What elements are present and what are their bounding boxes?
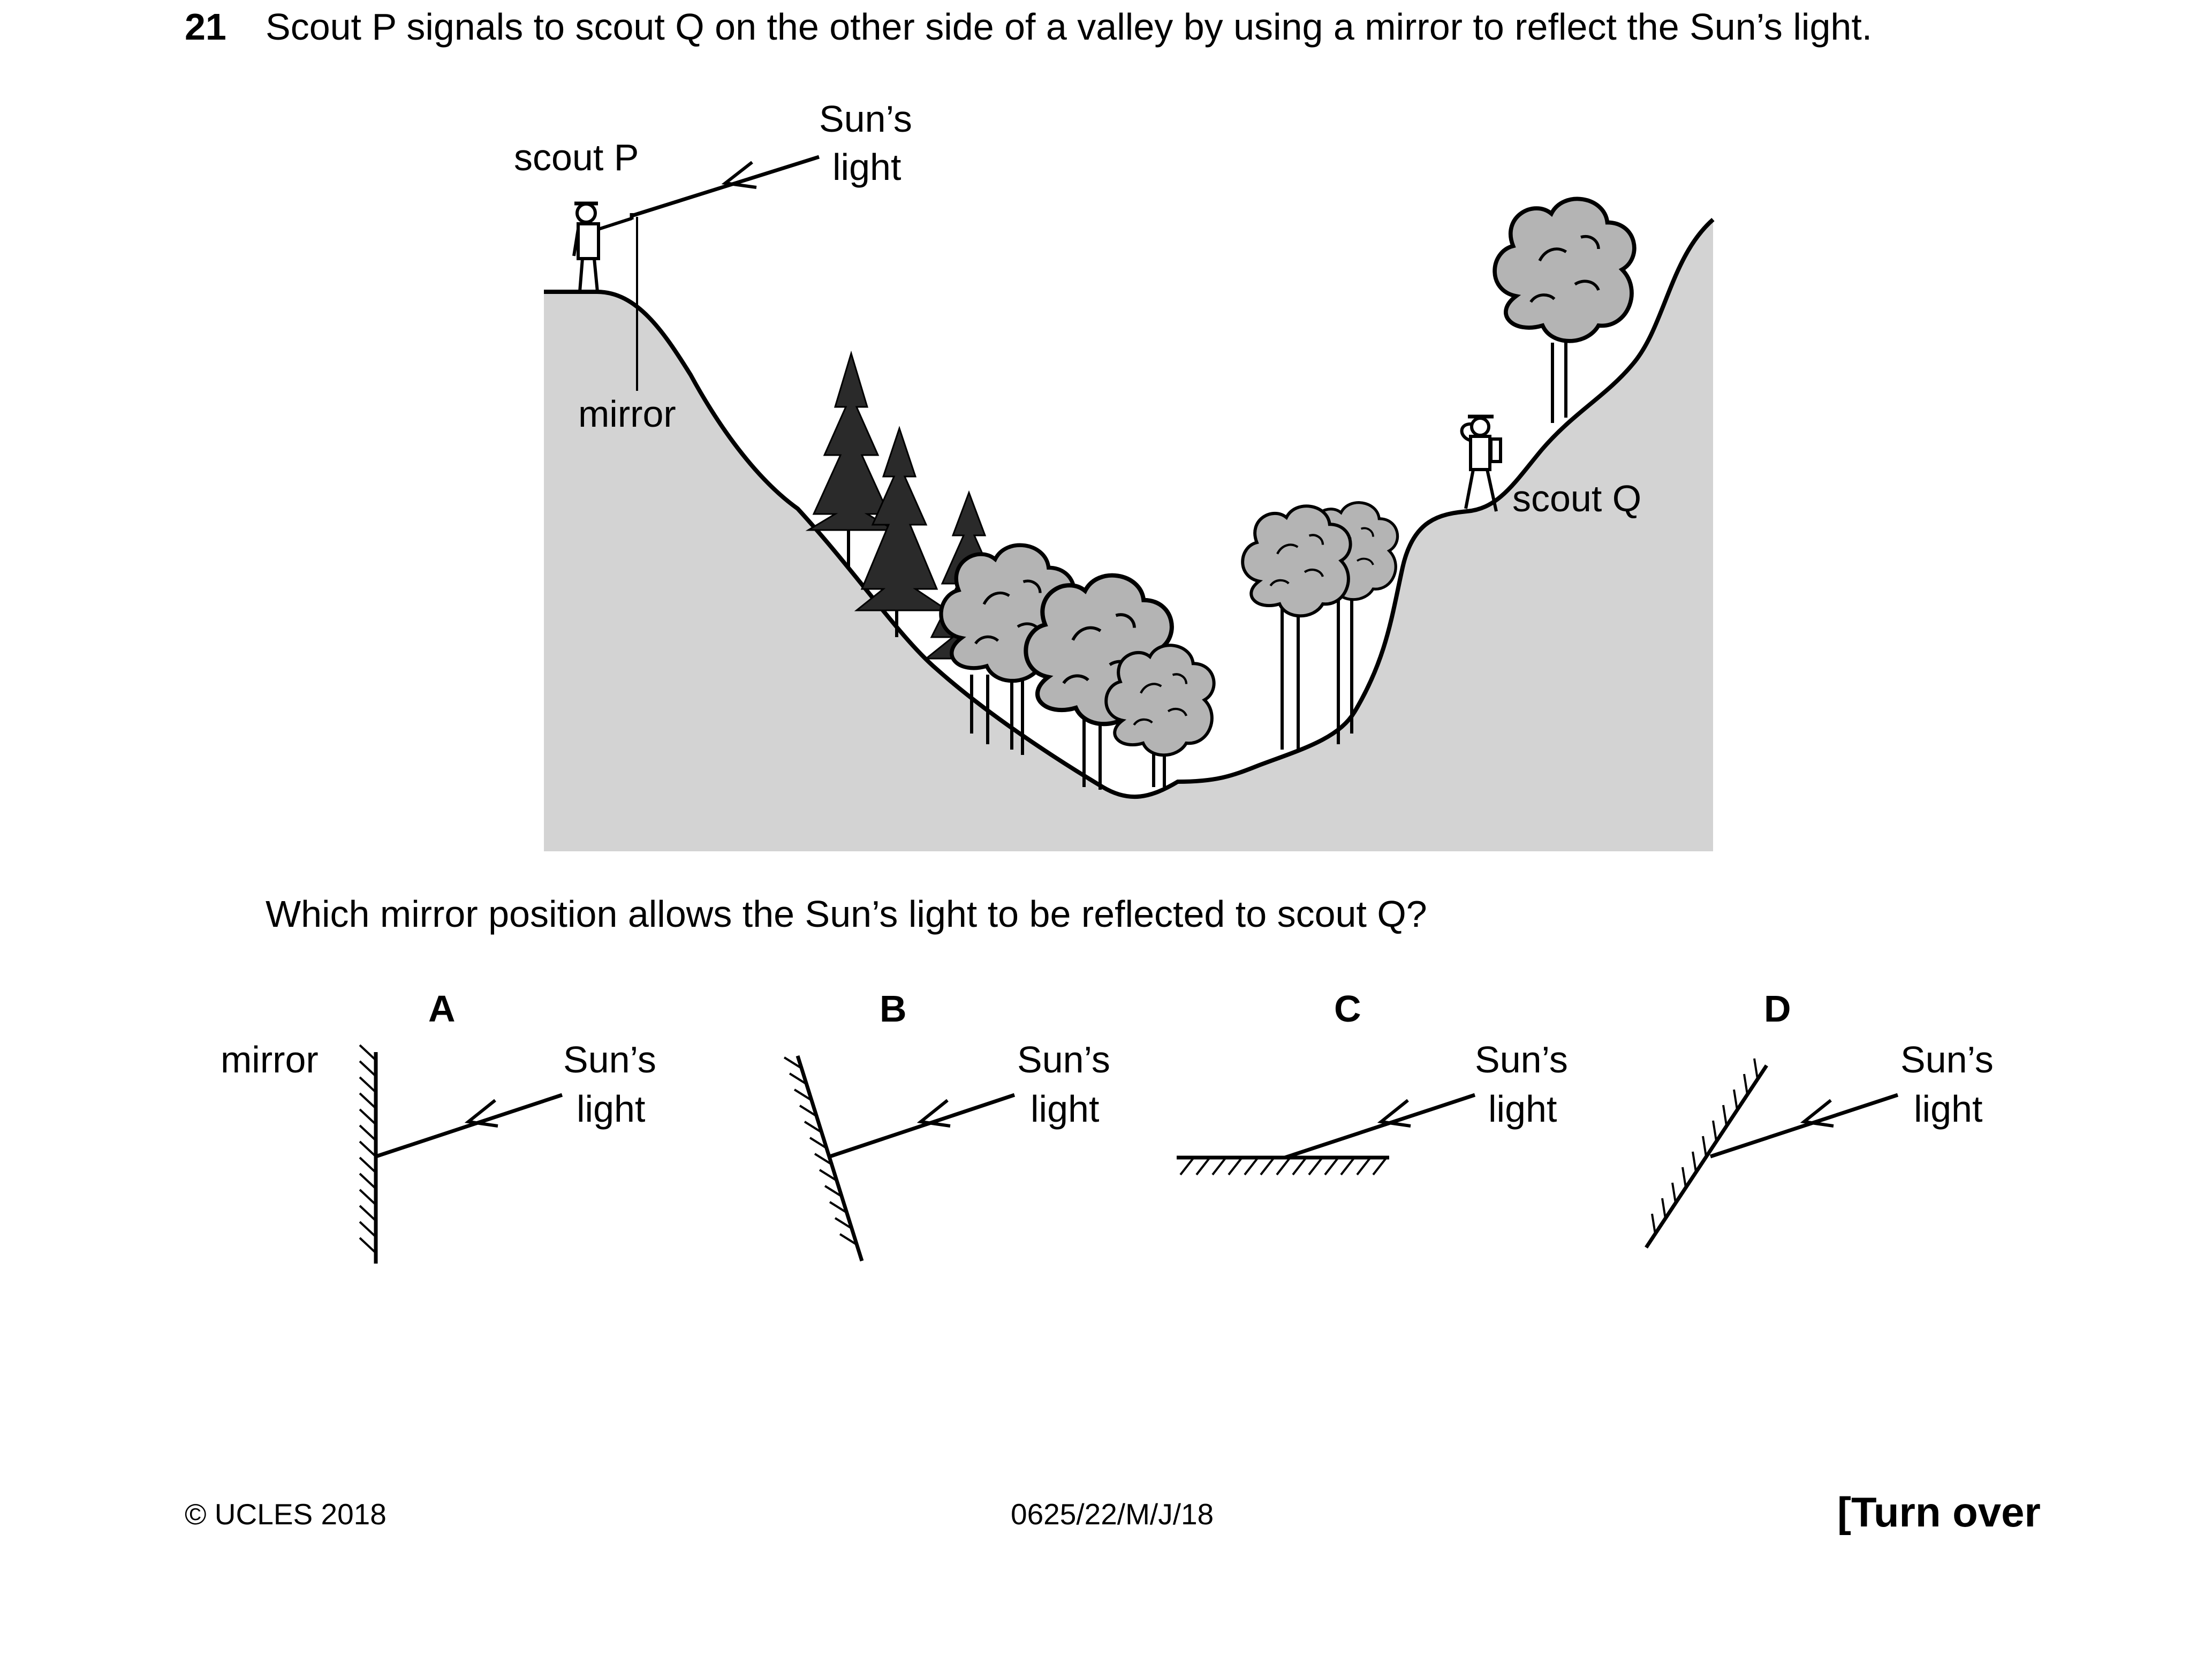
- option-a-suns: Sun’s: [563, 1039, 656, 1080]
- option-d-suns: Sun’s: [1900, 1039, 1994, 1080]
- label-light-1: light: [832, 146, 901, 188]
- leafy-trees-left: [941, 545, 1214, 790]
- option-a-mirror-label: mirror: [221, 1039, 319, 1080]
- label-scout-q: scout Q: [1512, 478, 1641, 519]
- footer-code: 0625/22/M/J/18: [1011, 1498, 1214, 1531]
- option-a-arrowhead: [464, 1099, 498, 1128]
- scout-p-figure: [572, 201, 632, 292]
- sun-ray-main: [631, 155, 820, 218]
- option-c-letter: C: [1334, 988, 1361, 1030]
- valley-ground: [544, 220, 1713, 851]
- option-b-ray: [829, 1093, 1016, 1159]
- option-a-ray: [375, 1093, 563, 1159]
- label-suns-1: Sun’s: [819, 98, 912, 140]
- option-a: A mirror Sun’s light: [221, 988, 656, 1264]
- option-b-light: light: [1031, 1088, 1099, 1130]
- option-c-hatching: [1179, 1156, 1388, 1176]
- leafy-trees-right: [1243, 503, 1397, 750]
- footer-copyright: © UCLES 2018: [185, 1498, 387, 1531]
- option-b-letter: B: [880, 988, 907, 1030]
- option-d: D Sun’s light: [1645, 988, 1994, 1249]
- tall-tree: [1495, 199, 1634, 423]
- label-mirror: mirror: [578, 393, 676, 435]
- option-b: B Sun’s light: [783, 988, 1110, 1262]
- scout-q-figure: [1460, 414, 1502, 512]
- option-a-hatching: [359, 1044, 377, 1254]
- option-a-light: light: [577, 1088, 645, 1130]
- option-d-hatching: [1651, 1058, 1759, 1235]
- pine-trunks: [847, 530, 898, 637]
- option-b-mirror: [796, 1055, 864, 1262]
- option-d-light: light: [1914, 1088, 1982, 1130]
- question-number: 21: [185, 6, 226, 48]
- valley-outline: [544, 217, 1715, 799]
- label-scout-p: scout P: [514, 137, 639, 178]
- option-b-arrowhead: [916, 1099, 951, 1128]
- option-c-arrowhead: [1377, 1099, 1411, 1128]
- option-c-ray: [1284, 1093, 1476, 1160]
- option-d-ray: [1709, 1093, 1899, 1159]
- option-d-arrowhead: [1800, 1099, 1834, 1128]
- question-text: Scout P signals to scout Q on the other …: [266, 6, 1873, 48]
- question-ask: Which mirror position allows the Sun’s l…: [266, 893, 1427, 935]
- option-b-hatching: [783, 1056, 858, 1246]
- option-c-light: light: [1488, 1088, 1557, 1130]
- ray-arrowhead-main: [721, 161, 757, 189]
- option-c: C Sun’s light: [1177, 988, 1568, 1176]
- option-b-suns: Sun’s: [1017, 1039, 1110, 1080]
- footer-turn-over: [Turn over: [1837, 1488, 2041, 1536]
- option-d-letter: D: [1764, 988, 1791, 1030]
- option-c-suns: Sun’s: [1475, 1039, 1568, 1080]
- option-d-mirror: [1645, 1064, 1768, 1249]
- option-a-letter: A: [428, 988, 456, 1030]
- valley-figure: scout P Sun’s light mirror scout Q: [514, 98, 1715, 851]
